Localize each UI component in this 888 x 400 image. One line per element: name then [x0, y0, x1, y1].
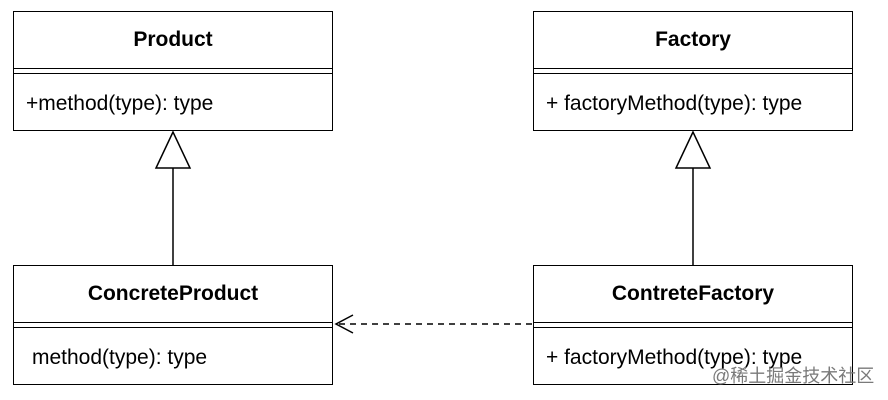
class-member: + factoryMethod(type): type: [546, 92, 803, 115]
inheritance-arrowhead-factory: [674, 130, 712, 169]
class-member: + factoryMethod(type): type: [546, 346, 803, 369]
class-name: Factory: [655, 28, 731, 51]
class-separator: [534, 322, 852, 328]
class-separator: [14, 68, 332, 74]
class-name: ConcreteProduct: [87, 282, 259, 305]
class-separator: [534, 68, 852, 74]
class-name: ContreteFactory: [611, 282, 775, 305]
class-separator: [14, 322, 332, 328]
class-concrete-product[interactable]: ConcreteProduct method(type): type: [13, 265, 333, 385]
inheritance-arrowhead-product: [154, 130, 192, 169]
watermark: @稀土掘金技术社区: [712, 366, 875, 386]
class-member: method(type): type: [32, 346, 208, 369]
class-member: +method(type): type: [26, 92, 214, 115]
class-factory[interactable]: Factory + factoryMethod(type): type: [533, 11, 853, 131]
class-name: Product: [133, 28, 213, 51]
class-product[interactable]: Product +method(type): type: [13, 11, 333, 131]
class-concrete-factory[interactable]: ContreteFactory + factoryMethod(type): t…: [533, 265, 853, 385]
dependency-arrowhead: [334, 314, 354, 334]
